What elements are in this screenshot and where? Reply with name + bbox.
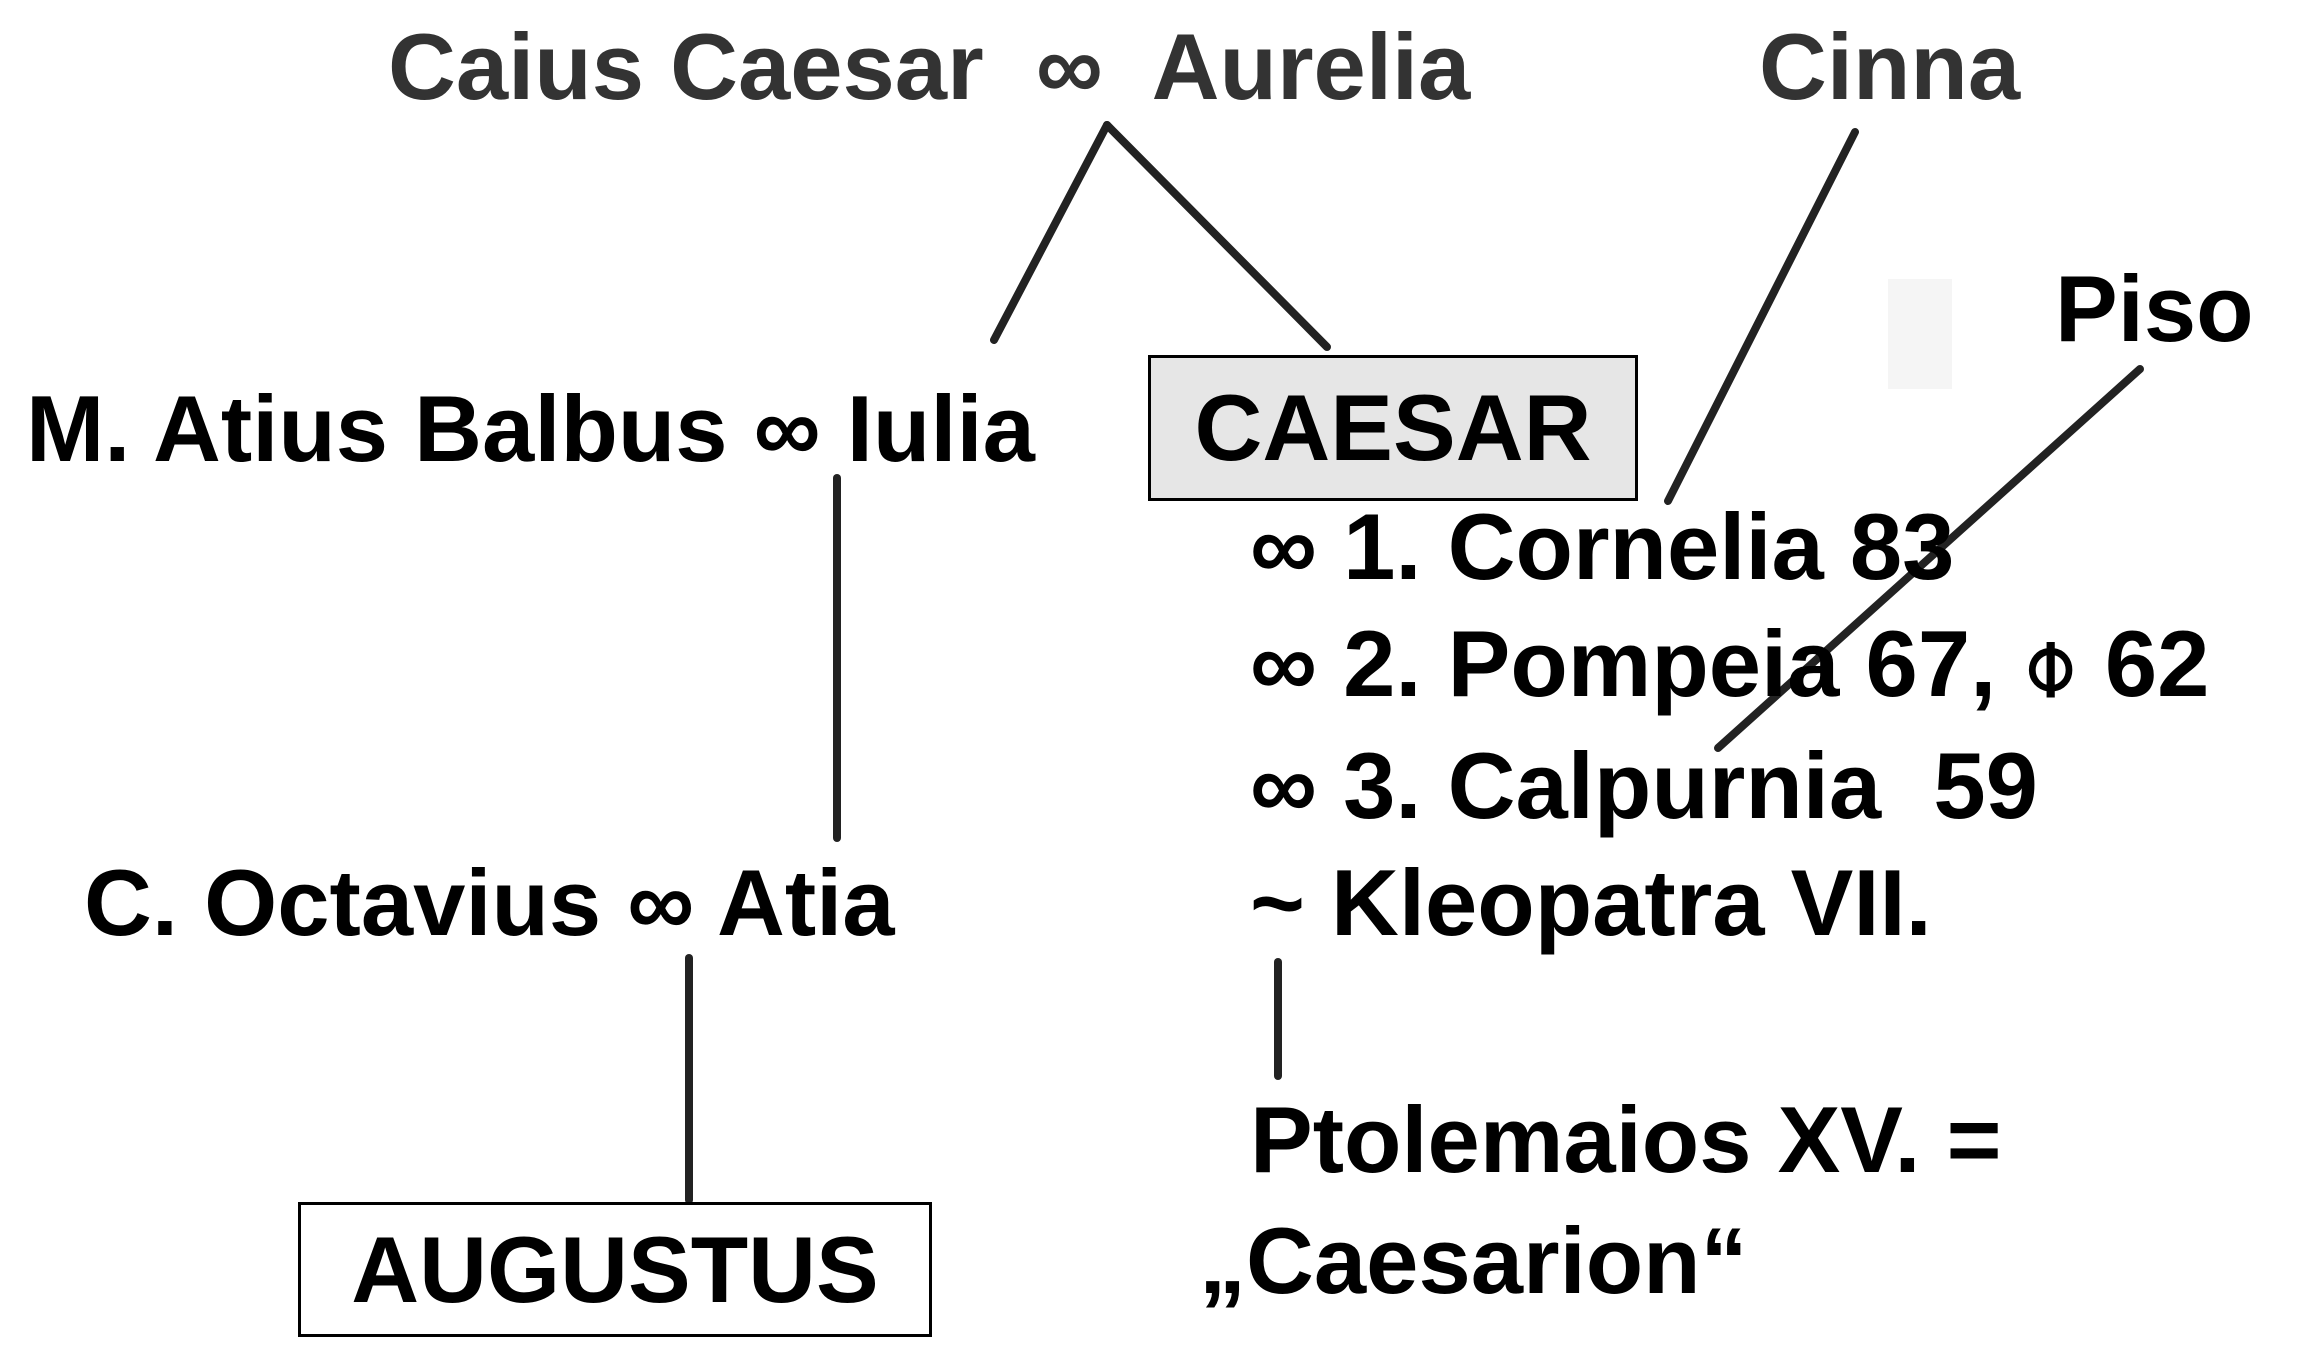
marriage-calpurnia: ∞ 3. Calpurnia 59 [1250, 733, 2038, 838]
marriage-pompeia: ∞ 2. Pompeia 67, ⌽ 62 [1250, 611, 2210, 716]
augustus-box: AUGUSTUS [298, 1202, 932, 1337]
line-piso-to-calpurnia [1714, 365, 2144, 752]
caesar-label: CAESAR [1194, 375, 1592, 480]
line-parents-to-iulia [990, 121, 1111, 344]
marriage-cornelia: ∞ 1. Cornelia 83 [1250, 494, 1955, 599]
caesar-box: CAESAR [1148, 355, 1638, 501]
octavius-atia-label: C. Octavius ∞ Atia [84, 850, 895, 955]
faint-artifact [1888, 279, 1952, 389]
augustus-label: AUGUSTUS [351, 1216, 879, 1322]
piso-label: Piso [2055, 256, 2254, 361]
balbus-iulia-label: M. Atius Balbus ∞ Iulia [26, 376, 1035, 481]
parents-caius-aurelia: Caius Caesar ∞ Aurelia [388, 14, 1471, 119]
line-parents-to-caesar [1103, 121, 1331, 351]
caesarion-label: „Caesarion“ [1199, 1208, 1748, 1313]
line-cinna-to-cornelia [1664, 128, 1859, 505]
relation-kleopatra: ~ Kleopatra VII. [1250, 850, 1932, 955]
cinna-label: Cinna [1759, 14, 2021, 119]
ptolemaios-label: Ptolemaios XV. = [1250, 1087, 2002, 1192]
